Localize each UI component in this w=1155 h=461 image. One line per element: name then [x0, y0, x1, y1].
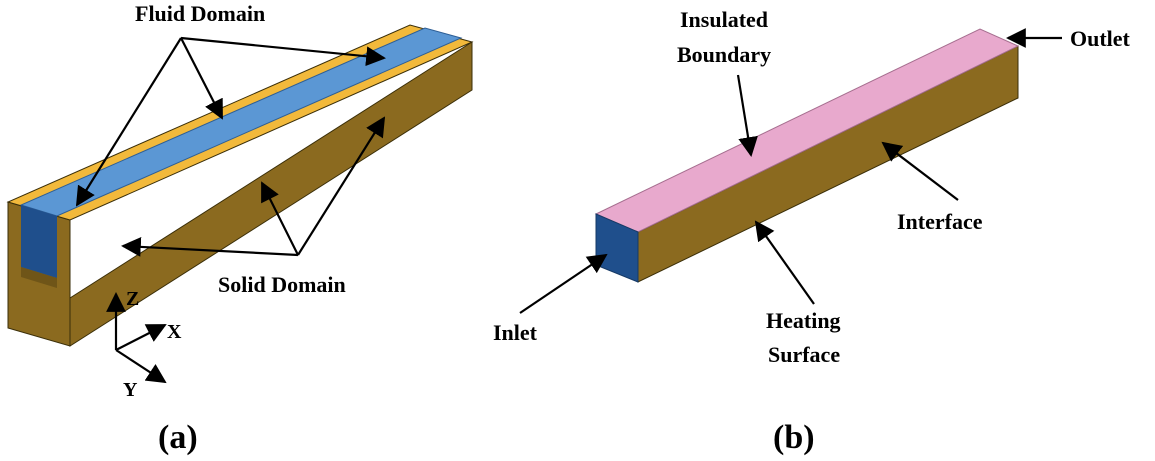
solid-domain-front-wall	[21, 267, 57, 288]
panel-b: Insulated Boundary Outlet Interface Inle…	[493, 7, 1131, 456]
outlet-label: Outlet	[1070, 26, 1131, 51]
insulated-boundary-label-line1: Insulated	[680, 7, 768, 32]
heating-surface-label-line1: Heating	[766, 308, 841, 333]
solid-arrow-left	[121, 237, 299, 257]
panel-b-caption: (b)	[773, 419, 815, 456]
interface-label: Interface	[897, 209, 983, 234]
x-axis	[115, 324, 167, 351]
coordinate-axes: Z X Y	[106, 288, 182, 401]
solid-domain-label: Solid Domain	[218, 272, 346, 297]
fluid-domain-front-face	[21, 205, 57, 278]
solid-arrow-right	[297, 116, 386, 256]
insulated-boundary-label-line2: Boundary	[677, 42, 771, 67]
fluid-arrow-left	[75, 37, 182, 207]
panel-a: Fluid Domain Solid Domain Z X Y (a)	[6, 1, 474, 456]
solid-arrow-middle	[261, 181, 299, 256]
insulated-boundary-arrow	[736, 74, 758, 157]
y-axis-label: Y	[123, 379, 138, 401]
inlet-label: Inlet	[493, 320, 538, 345]
inlet-arrow	[519, 253, 608, 314]
heating-surface-face	[637, 45, 1019, 283]
heating-surface-arrow	[754, 220, 815, 305]
fluid-domain-top-face	[19, 27, 463, 217]
x-axis-label: X	[167, 321, 182, 343]
z-axis-label: Z	[126, 288, 139, 310]
y-axis	[115, 349, 167, 384]
interface-arrow	[881, 141, 959, 201]
fluid-arrow-middle	[180, 37, 223, 120]
insulated-boundary-face	[594, 28, 1020, 233]
fluid-arrow-right	[180, 36, 386, 67]
heating-surface-label-line2: Surface	[768, 342, 840, 367]
panel-a-caption: (a)	[158, 419, 198, 456]
fluid-domain-label: Fluid Domain	[135, 1, 265, 26]
